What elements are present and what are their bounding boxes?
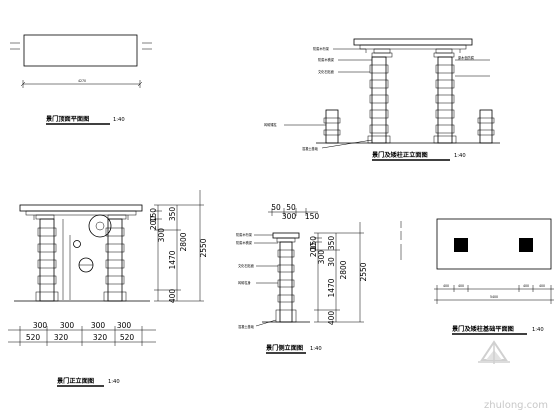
base-scale: 1:40: [532, 327, 544, 333]
front-column-right: [433, 56, 457, 144]
side-dim-t1: 50: [271, 203, 281, 212]
watermark: zhulong.com: [478, 340, 548, 411]
elev-dim-c1: 520: [26, 333, 41, 342]
side-dim-t3: 300: [282, 212, 297, 221]
elev-dim-r8: 400: [168, 289, 177, 304]
side-dim-t4: 150: [305, 212, 320, 221]
base-dim-total: 5400: [490, 295, 498, 299]
base-dim-b2: 400: [458, 284, 464, 288]
elev-beam: [19, 204, 143, 212]
base-dim-b1: 400: [443, 284, 449, 288]
elev-dim-r4: 350: [168, 207, 177, 222]
plan-scale: 1:40: [113, 117, 125, 123]
elev-dim-r6: 2800: [179, 232, 188, 251]
base-footing-right: [519, 238, 533, 252]
front-callout-2: 防腐木横梁: [318, 57, 335, 62]
elev-column-right: [103, 218, 127, 302]
side-dim-r9: 400: [327, 311, 336, 326]
plan-slab: [23, 34, 138, 67]
base-dim-b4: 400: [539, 284, 545, 288]
base-plan-view: 400 400 400 400 5400 景门及矮柱基础平面图 1:40: [400, 218, 554, 335]
elev-dim-b1: 300: [33, 321, 48, 330]
elev-ornament-small: [73, 240, 81, 248]
front-bollard-left: [323, 109, 341, 144]
front-callout-3: 文化石贴面: [318, 69, 334, 74]
side-callout-1: 防腐木桁架: [236, 232, 253, 237]
side-dim-r1: 150: [309, 236, 318, 251]
elev-dim-r1: 150: [149, 208, 158, 223]
front-callout-4: 原木色防腐: [458, 55, 475, 60]
side-title: 景门侧立面图: [265, 344, 303, 352]
elev-dims-bottom: 300 300 300 300 520 320 320 520: [8, 321, 156, 346]
side-dim-r4: 350: [327, 236, 336, 251]
side-dim-r5: 30: [327, 257, 336, 267]
side-dim-t2: 50: [286, 203, 296, 212]
base-title: 景门及矮柱基础平面图: [451, 325, 514, 333]
elev-column-left: [35, 218, 59, 302]
side-callout-4: 砖砌柱身: [238, 280, 251, 285]
elev-title: 景门正立面图: [56, 377, 94, 385]
side-dims-right: 150 200 300 350 30 1470 2800 2550 400: [309, 222, 368, 325]
front-callout-6: 混凝土基础: [302, 146, 318, 151]
front-callouts: 防腐木桁架 防腐木横梁 文化石贴面 原木色防腐 砖砌矮柱 混凝土基础: [264, 46, 490, 151]
front-callout-5: 砖砌矮柱: [264, 122, 278, 127]
elev-dim-r5: 1470: [168, 250, 177, 269]
elev-dim-b2: 300: [60, 321, 75, 330]
elev-ornament-large: [88, 214, 112, 238]
elev-scale: 1:40: [108, 379, 120, 385]
side-capital: [272, 232, 300, 239]
front-bollard-right: [477, 109, 495, 144]
side-callout-5: 混凝土基础: [238, 324, 254, 329]
side-column: [275, 241, 297, 323]
front-column-left: [367, 56, 391, 144]
side-elevation-view: 50 50 300 150 150 200 30: [236, 203, 368, 354]
elev-dim-r2: 200: [149, 216, 158, 231]
front-beam: [353, 38, 473, 46]
side-dim-r7: 2800: [339, 260, 348, 279]
elev-dim-r7: 2550: [199, 238, 208, 257]
elev-dim-r3: 300: [157, 228, 166, 243]
gate-elevation-view: 150 200 300 350 1470 2800 2550 400 300 3…: [8, 190, 208, 387]
side-dim-r2: 200: [309, 243, 318, 258]
front-scale: 1:40: [454, 153, 466, 159]
plan-title: 景门顶面平面图: [45, 115, 89, 123]
plan-view: 4270 景门顶面平面图 1:40: [10, 34, 152, 125]
front-title: 景门及矮柱正立面图: [371, 151, 428, 159]
side-callouts: 防腐木桁架 防腐木横梁 文化石贴面 砖砌柱身 混凝土基础: [236, 232, 278, 329]
watermark-logo-icon: [478, 340, 510, 364]
side-callout-2: 防腐木横梁: [236, 240, 253, 245]
elev-dim-c4: 520: [120, 333, 135, 342]
side-scale: 1:40: [310, 346, 322, 352]
elev-dim-c3: 320: [93, 333, 108, 342]
base-slab: [436, 218, 552, 270]
side-dim-r8: 2550: [359, 262, 368, 281]
plan-dim-label: 4270: [78, 79, 86, 83]
elev-dim-b4: 300: [117, 321, 132, 330]
elev-dims-right: 150 200 300 350 1470 2800 2550 400: [149, 190, 208, 303]
front-callout-1: 防腐木桁架: [313, 46, 330, 51]
elev-dim-b3: 300: [91, 321, 106, 330]
base-dim-b3: 400: [523, 284, 529, 288]
front-elevation-view: 防腐木桁架 防腐木横梁 文化石贴面 原木色防腐 砖砌矮柱 混凝土基础 景门及矮柱…: [264, 38, 500, 161]
elev-dim-c2: 320: [54, 333, 69, 342]
watermark-site: zhulong.com: [484, 400, 548, 411]
side-dim-r6: 1470: [327, 278, 336, 297]
side-dims-top: 50 50 300 150: [268, 203, 319, 221]
side-dim-r3: 300: [317, 250, 326, 265]
base-dims: 400 400 400 400 5400: [434, 284, 554, 304]
side-callout-3: 文化石贴面: [238, 263, 254, 268]
base-footing-left: [454, 238, 468, 252]
